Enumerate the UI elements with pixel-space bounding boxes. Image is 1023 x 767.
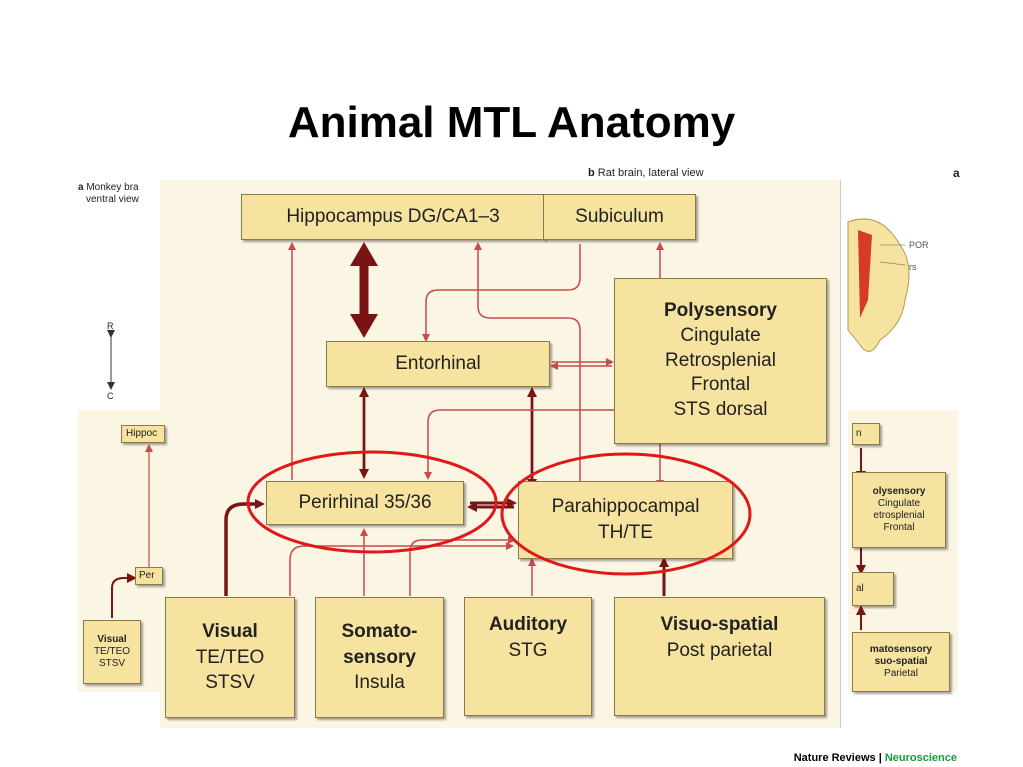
visuospatial-box: Visuo-spatial Post parietal [614,597,825,716]
arrow-polysensory-perirhinal [424,409,614,480]
visual-line1: TE/TEO [195,646,265,668]
arrow-visual-parahippocampal [289,542,514,596]
arrow-entorhinal-polysensory [550,358,614,370]
auditory-box: Auditory STG [464,597,592,716]
panel-a-caption: a Monkey bra ventral view [78,182,168,206]
somatosensory-box: Somato- sensory Insula [315,597,444,718]
source-credit-section: Neuroscience [884,752,957,764]
arrow-hippocampus-entorhinal [350,242,378,338]
polysensory-box: Polysensory Cingulate Retrosplenial Fron… [614,278,827,444]
visual-title: Visual [202,621,258,643]
subiculum-box: Subiculum [543,194,696,240]
polysensory-title: Polysensory [664,300,777,322]
subiculum-label: Subiculum [575,205,664,227]
right-somato-line1: matosensory [869,644,933,655]
arrow-visual-perirhinal [224,499,265,596]
panel-b-caption-text: Rat brain, lateral view [597,167,704,179]
right-poly-line1: Cingulate [877,498,921,509]
right-poly-line2: etrosplenial [873,510,925,521]
source-credit-journal: Nature Reviews | [793,752,885,764]
left-hippocampus-box: Hippoc [121,425,165,443]
right-somato-box: matosensory suo-spatial Parietal [852,632,950,692]
visuospatial-title: Visuo-spatial [660,614,779,635]
somatosensory-title2: sensory [343,646,416,668]
arrow-subiculum-entorhinal [422,244,581,342]
axis-label-c: C [107,391,114,401]
axis-label-r: R [107,321,114,331]
panel-a-caption-line1: Monkey bra [86,182,139,193]
perirhinal-label: Perirhinal 35/36 [298,491,432,513]
somatosensory-title1: Somato- [341,621,418,643]
panel-a-caption-line2: ventral view [86,194,139,205]
page-title: Animal MTL Anatomy [287,98,736,147]
left-fragment-arrows [111,444,153,618]
right-top-label: n [856,428,862,439]
source-credit: Nature Reviews | Neuroscience [794,752,957,764]
left-visual-line1: TE/TEO [93,646,131,657]
label-por: POR [909,240,929,250]
parahippocampal-box: Parahippocampal TH/TE [518,481,733,559]
left-perirhinal-box: Per [135,567,163,585]
panel-b-label: b [588,167,595,179]
left-hippocampus-label: Hippoc [126,428,158,439]
auditory-line: STG [508,639,548,661]
entorhinal-label: Entorhinal [395,352,481,374]
right-mid-label: al [856,583,864,594]
right-mid-box: al [852,572,894,606]
hippocampus-box: Hippocampus DG/CA1–3 [241,194,545,240]
left-visual-box: Visual TE/TEO STSV [83,620,141,684]
arrow-parahippocampal-hippocampus [474,242,581,488]
polysensory-line1: Cingulate [680,324,761,346]
left-visual-line2: STSV [98,658,126,669]
parahippocampal-line2: TH/TE [598,522,653,543]
right-top-box: n [852,423,880,445]
right-polysensory-box: olysensory Cingulate etrosplenial Fronta… [852,472,946,548]
rat-brain-fragment [847,218,910,352]
arrow-somatosensory-parahippocampal [409,536,516,596]
right-parietal-line: Parietal [884,668,918,679]
right-somato-line2: suo-spatial [874,656,928,667]
left-visual-title: Visual [97,634,127,645]
somatosensory-line: Insula [354,672,405,694]
panel-b-caption: b Rat brain, lateral view [588,167,704,179]
visual-box: Visual TE/TEO STSV [165,597,295,718]
auditory-title: Auditory [488,614,568,635]
perirhinal-box: Perirhinal 35/36 [266,481,464,525]
polysensory-line3: Frontal [690,374,751,396]
hippocampus-label: Hippocampus DG/CA1–3 [286,205,500,227]
right-poly-line3: Frontal [883,522,915,533]
right-poly-title: olysensory [872,486,926,497]
visuospatial-line: Post parietal [666,639,773,661]
polysensory-line2: Retrosplenial [665,349,776,371]
entorhinal-box: Entorhinal [326,341,550,387]
panel-a-label: a [78,182,84,193]
polysensory-line4: STS dorsal [673,399,768,421]
left-perirhinal-label: Per [139,570,155,581]
panel-c-label: a [953,166,960,180]
parahippocampal-line1: Parahippocampal [551,496,700,518]
label-rs: rs [909,262,917,272]
arrow-perirhinal-parahippocampal [467,498,517,512]
visual-line2: STSV [205,672,255,694]
